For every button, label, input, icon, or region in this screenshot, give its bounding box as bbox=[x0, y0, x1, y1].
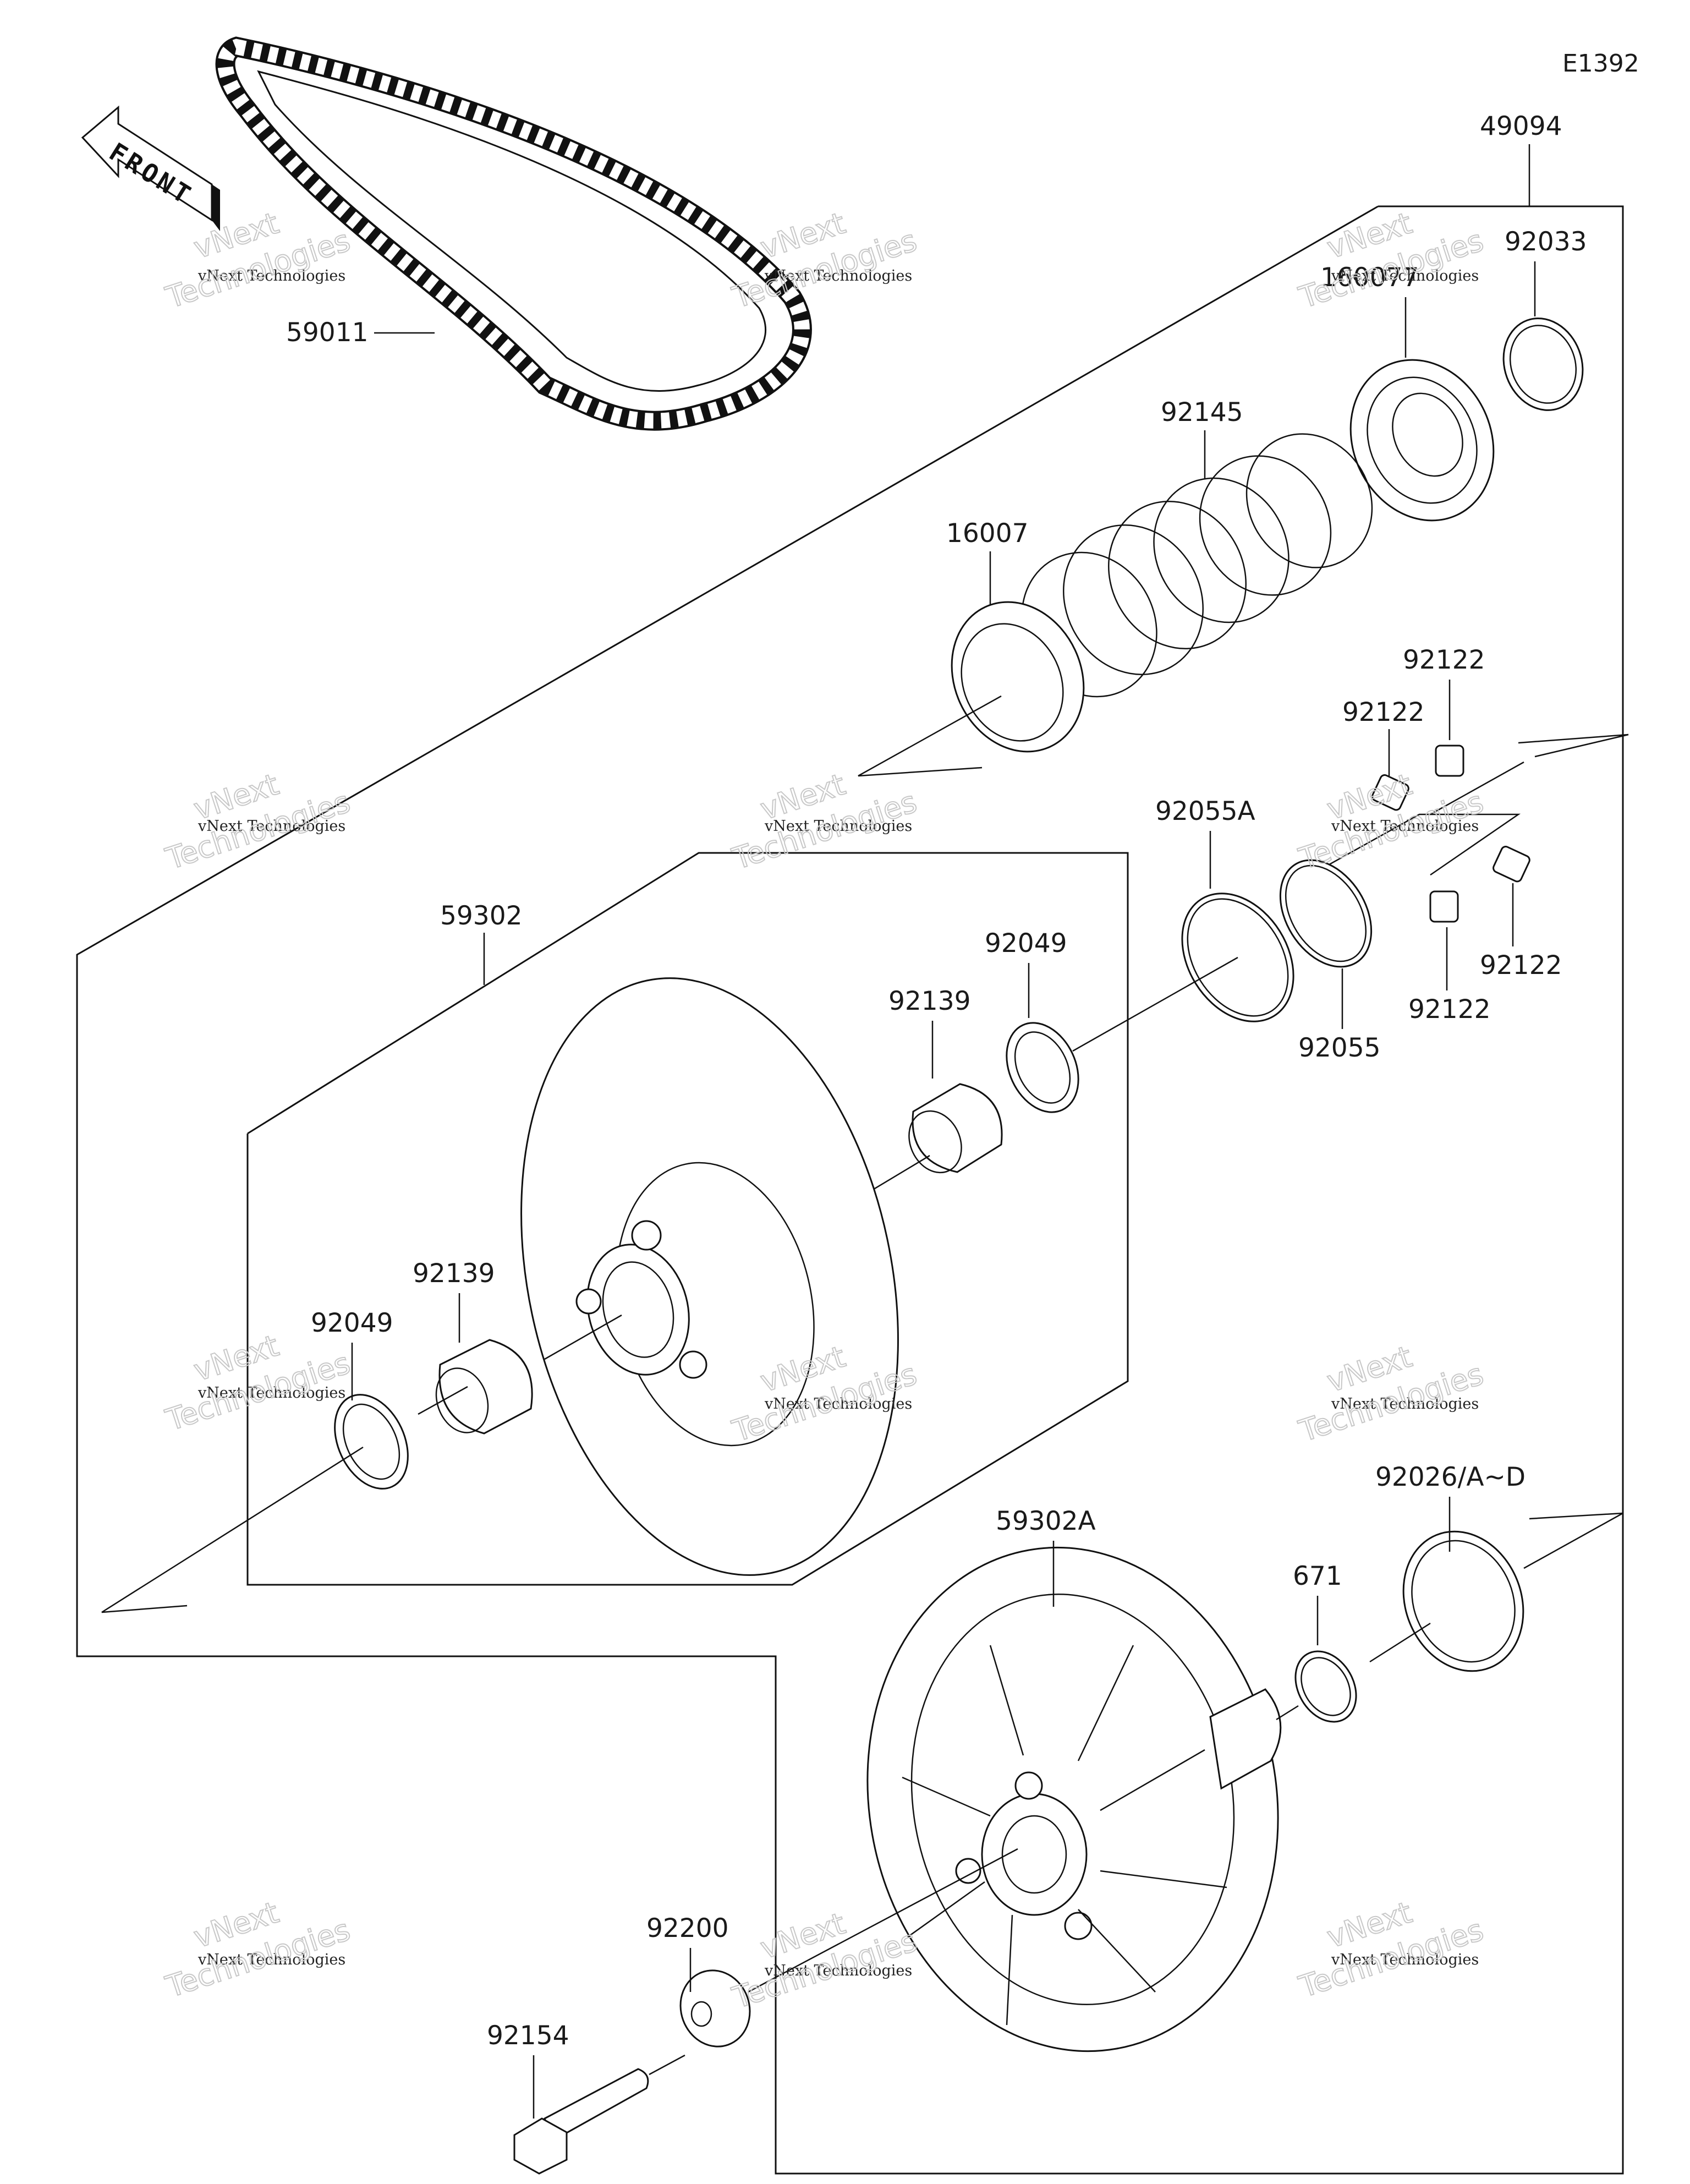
label-92049-lower: 92049 bbox=[311, 1308, 393, 1338]
label-92200: 92200 bbox=[646, 1913, 729, 1944]
seal-92049-upper bbox=[1006, 1022, 1079, 1113]
assembly-outline-49094 bbox=[76, 205, 1624, 2175]
label-92122-b: 92122 bbox=[1342, 697, 1425, 727]
label-59302: 59302 bbox=[440, 901, 523, 931]
svg-text:vNext Technologies: vNext Technologies bbox=[1331, 267, 1479, 284]
washer-92200 bbox=[679, 1969, 751, 2048]
label-92049-upper: 92049 bbox=[985, 928, 1067, 959]
bushing-92139-lower bbox=[435, 1339, 533, 1435]
drive-belt bbox=[215, 36, 812, 431]
label-92055: 92055 bbox=[1298, 1033, 1381, 1063]
label-59302A: 59302A bbox=[996, 1506, 1096, 1536]
label-92055A: 92055A bbox=[1155, 796, 1255, 826]
svg-text:vNext Technologies: vNext Technologies bbox=[764, 1962, 912, 1979]
label-160077: 160077 bbox=[1320, 262, 1419, 293]
o-ring-671 bbox=[1294, 1650, 1357, 1723]
seal-92049-lower bbox=[334, 1394, 409, 1490]
movable-sheave-59302 bbox=[520, 977, 899, 1576]
diagram-code: E1392 bbox=[1562, 50, 1639, 78]
svg-text:vNext Technologies: vNext Technologies bbox=[1331, 1395, 1479, 1413]
bushing-92139-upper bbox=[908, 1083, 1003, 1174]
label-92145: 92145 bbox=[1161, 397, 1243, 428]
label-92033: 92033 bbox=[1505, 227, 1587, 257]
label-49094: 49094 bbox=[1480, 111, 1562, 141]
svg-text:vNext Technologies: vNext Technologies bbox=[764, 818, 912, 835]
svg-text:vNext Technologies: vNext Technologies bbox=[1331, 1951, 1479, 1968]
label-92154: 92154 bbox=[487, 2021, 569, 2051]
o-ring-92055 bbox=[1279, 859, 1373, 968]
front-arrow-icon: FRONT bbox=[81, 105, 220, 231]
slider-92122-b bbox=[1371, 774, 1409, 811]
label-59011: 59011 bbox=[286, 318, 369, 348]
svg-text:vNext Technologies: vNext Technologies bbox=[197, 1384, 345, 1402]
slider-92122-c bbox=[1493, 846, 1530, 883]
label-92122-a: 92122 bbox=[1403, 645, 1485, 675]
label-92139-lower: 92139 bbox=[413, 1258, 495, 1289]
bolt-92154 bbox=[513, 2068, 649, 2175]
label-92139-upper: 92139 bbox=[888, 986, 971, 1016]
label-92026: 92026/A~D bbox=[1375, 1462, 1526, 1492]
label-92122-d: 92122 bbox=[1408, 994, 1491, 1025]
svg-text:vNext Technologies: vNext Technologies bbox=[197, 1951, 345, 1968]
svg-text:vNext Technologies: vNext Technologies bbox=[197, 267, 345, 284]
slider-92122-a bbox=[1435, 745, 1464, 777]
svg-text:vNext Technologies: vNext Technologies bbox=[197, 818, 345, 835]
snap-ring-92033 bbox=[1502, 318, 1584, 411]
shim-92026 bbox=[1402, 1530, 1524, 1672]
label-16007: 16007 bbox=[946, 518, 1029, 549]
svg-text:vNext Technologies: vNext Technologies bbox=[764, 1395, 912, 1413]
label-671: 671 bbox=[1293, 1561, 1342, 1591]
spring-seat-16007 bbox=[951, 601, 1085, 753]
slider-92122-d bbox=[1429, 890, 1459, 923]
svg-text:vNext Technologies: vNext Technologies bbox=[764, 267, 912, 284]
sub-assembly-outline-59302 bbox=[246, 852, 1129, 1586]
fixed-sheave-59302A bbox=[866, 1546, 1282, 2052]
spring-seat-160077 bbox=[1349, 359, 1495, 522]
svg-text:vNext Technologies: vNext Technologies bbox=[1331, 818, 1479, 835]
label-92122-c: 92122 bbox=[1480, 950, 1562, 981]
